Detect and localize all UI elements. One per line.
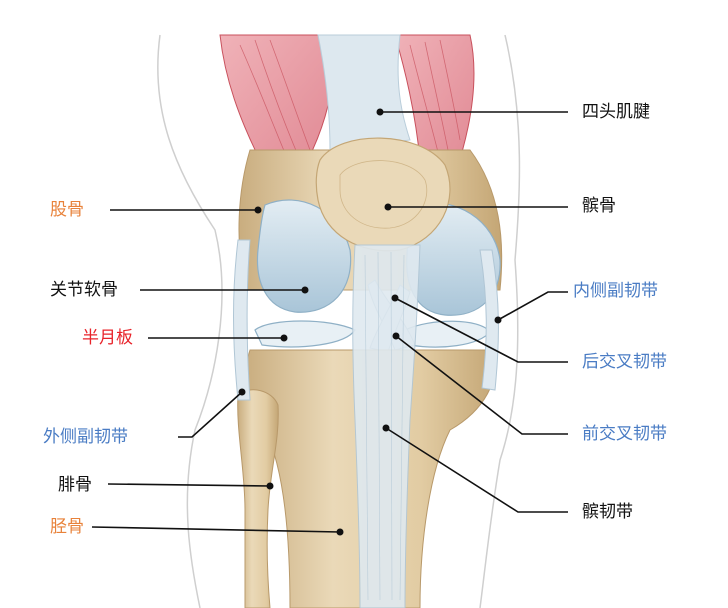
fibula <box>237 389 279 608</box>
quadriceps-tendon <box>317 34 411 151</box>
label-articular-cartilage: 关节软骨 <box>50 280 118 300</box>
label-anterior-cruciate-ligament: 前交叉韧带 <box>582 424 667 444</box>
label-tibia: 胫骨 <box>50 517 84 537</box>
label-quadriceps-tendon: 四头肌腱 <box>582 102 650 122</box>
lateral-collateral-ligament <box>233 239 251 401</box>
label-medial-collateral-ligament: 内侧副韧带 <box>573 281 658 301</box>
leader-dots <box>238 108 502 536</box>
label-patellar-ligament: 髌韧带 <box>582 502 633 522</box>
label-meniscus: 半月板 <box>82 328 133 348</box>
medial-collateral-ligament <box>479 249 499 391</box>
skin-outline <box>157 34 521 608</box>
label-patella: 髌骨 <box>582 196 616 216</box>
label-lateral-collateral-ligament: 外侧副韧带 <box>43 427 128 447</box>
quadriceps-muscle <box>219 34 475 176</box>
label-femur: 股骨 <box>50 200 84 220</box>
meniscus <box>254 320 491 348</box>
label-fibula: 腓骨 <box>58 475 92 495</box>
label-posterior-cruciate-ligament: 后交叉韧带 <box>582 352 667 372</box>
leader-lines <box>91 111 568 533</box>
